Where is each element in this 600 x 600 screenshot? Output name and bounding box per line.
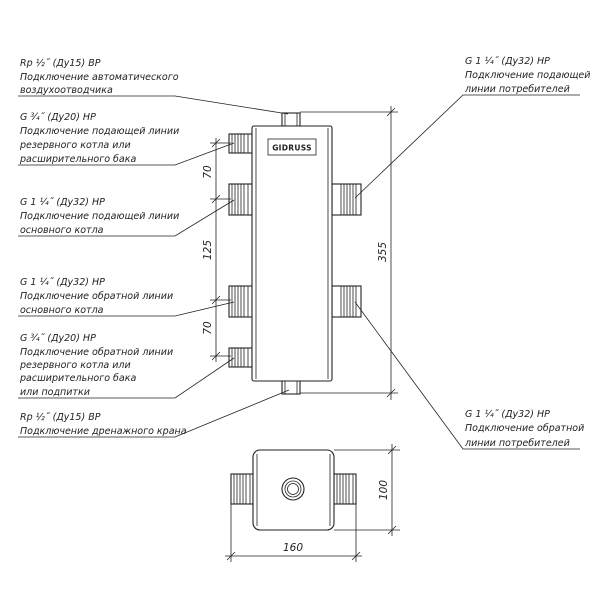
svg-text:или подпитки: или подпитки: [20, 387, 90, 398]
plan-left-pipe: [230, 473, 254, 505]
svg-text:линии потребителей: линии потребителей: [464, 84, 570, 95]
svg-text:G 1 ¼˝ (Ду32) НР: G 1 ¼˝ (Ду32) НР: [465, 409, 550, 420]
svg-text:Подключение дренажного крана: Подключение дренажного крана: [20, 426, 187, 437]
callout-right-supply: G 1 ¼˝ (Ду32) НР Подключение подающей ли…: [464, 56, 590, 95]
svg-text:G ¾˝ (Ду20) НР: G ¾˝ (Ду20) НР: [20, 112, 96, 123]
svg-text:G ¾˝ (Ду20) НР: G ¾˝ (Ду20) НР: [20, 333, 96, 344]
leader-lines: [18, 94, 580, 450]
svg-text:Подключение автоматического: Подключение автоматического: [20, 72, 179, 83]
svg-text:резервного котла или: резервного котла или: [19, 360, 131, 371]
left-pipe-4: [228, 347, 253, 368]
right-pipe-return: [331, 285, 362, 318]
svg-text:расширительного бака: расширительного бака: [19, 154, 136, 165]
svg-text:воздухоотводчика: воздухоотводчика: [20, 85, 113, 96]
svg-text:Подключение обратной линии: Подключение обратной линии: [20, 291, 173, 302]
callout-top-air-vent: Rp ½˝ (Ду15) ВР Подключение автоматическ…: [20, 58, 179, 96]
dim-height-total: 355: [377, 242, 389, 262]
callout-left-2: G 1 ¼˝ (Ду32) НР Подключение подающей ли…: [20, 197, 179, 236]
svg-text:Подключение подающей линии: Подключение подающей линии: [20, 211, 179, 222]
svg-text:Подключение подающей: Подключение подающей: [465, 70, 590, 81]
brand-plate: [267, 138, 317, 156]
front-view: GIDRUSS: [228, 112, 362, 395]
svg-text:Подключение обратной: Подключение обратной: [465, 423, 584, 434]
svg-text:основного котла: основного котла: [20, 225, 104, 236]
svg-text:линии потребителей: линии потребителей: [464, 438, 570, 449]
dim-plan-depth: 100: [378, 480, 390, 500]
svg-text:Подключение обратной линии: Подключение обратной линии: [20, 347, 173, 358]
svg-text:резервного котла или: резервного котла или: [19, 140, 131, 151]
dim-plan-width: 160: [283, 542, 303, 554]
svg-text:основного котла: основного котла: [20, 305, 104, 316]
right-pipe-supply: [331, 183, 362, 216]
callout-bottom-drain: Rp ½˝ (Ду15) ВР Подключение дренажного к…: [20, 412, 187, 437]
brand-logo: GIDRUSS: [272, 144, 312, 153]
left-pipe-2: [228, 183, 253, 216]
svg-text:Подключение подающей линии: Подключение подающей линии: [20, 126, 179, 137]
plan-dimensions: 160 100: [225, 444, 400, 562]
dim-spacing-bottom: 70: [202, 321, 214, 335]
callout-left-4: G ¾˝ (Ду20) НР Подключение обратной лини…: [19, 333, 173, 398]
svg-text:G 1 ¼˝ (Ду32) НР: G 1 ¼˝ (Ду32) НР: [20, 197, 105, 208]
dim-spacing-top: 70: [202, 165, 214, 179]
dim-spacing-middle: 125: [202, 240, 214, 260]
callout-left-1: G ¾˝ (Ду20) НР Подключение подающей лини…: [19, 112, 179, 165]
svg-text:G 1 ¼˝ (Ду32) НР: G 1 ¼˝ (Ду32) НР: [465, 56, 550, 67]
callout-left-3: G 1 ¼˝ (Ду32) НР Подключение обратной ли…: [20, 277, 173, 316]
svg-text:Rp ½˝ (Ду15) ВР: Rp ½˝ (Ду15) ВР: [20, 58, 101, 69]
callout-right-return: G 1 ¼˝ (Ду32) НР Подключение обратной ли…: [464, 409, 584, 449]
separator-body: [251, 125, 333, 382]
svg-text:расширительного бака: расширительного бака: [19, 373, 136, 384]
plan-view: [230, 449, 357, 531]
plan-right-pipe: [333, 473, 357, 505]
svg-text:Rp ½˝ (Ду15) ВР: Rp ½˝ (Ду15) ВР: [20, 412, 101, 423]
left-pipe-3: [228, 285, 253, 318]
svg-text:G 1 ¼˝ (Ду32) НР: G 1 ¼˝ (Ду32) НР: [20, 277, 105, 288]
